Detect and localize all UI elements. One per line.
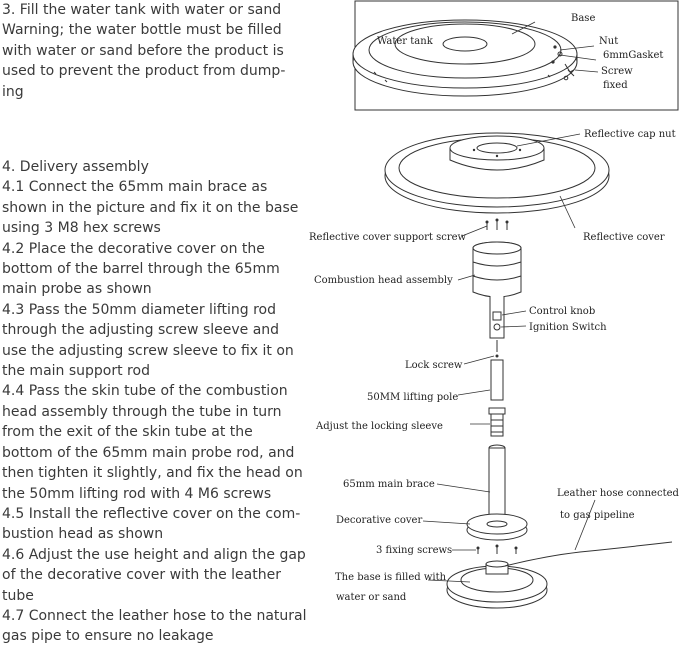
reflective-cover-drawing: [384, 132, 610, 214]
base-label: Base: [571, 13, 595, 24]
step4-line: 4.7 Connect the leather hose to the natu…: [2, 607, 307, 624]
combustion-head-drawing: [472, 241, 522, 339]
base-diagram: Water tank Base Nut 6mmGasket Screw fixe…: [352, 0, 679, 111]
control-knob-label: Control knob: [529, 306, 595, 317]
step4-line: bottom of the 65mm main probe rod, and: [2, 444, 295, 461]
step4-line: 4.2 Place the decorative cover on the: [2, 240, 265, 257]
step4-instructions: 4. Delivery assembly 4.1 Connect the 65mm…: [2, 157, 307, 647]
step4-line: shown in the picture and fix it on the b…: [2, 199, 299, 216]
reflective-cap-nut-label: Reflective cap nut: [584, 129, 676, 140]
gas-hose-drawing: [504, 541, 673, 567]
step4-line: the 50mm lifting rod with 4 M6 screws: [2, 485, 272, 502]
step4-line: main probe as shown: [2, 281, 152, 298]
step3-line: with water or sand before the product is: [2, 42, 284, 59]
leader-lines: [422, 133, 596, 583]
nut-label: Nut: [599, 36, 618, 47]
main-brace-label: 65mm main brace: [343, 479, 435, 490]
step3-line: 3. Fill the water tank with water or san…: [2, 2, 282, 18]
gasket-label: 6mmGasket: [603, 50, 663, 61]
water-tank-label: Water tank: [377, 36, 434, 47]
step4-line: 4.5 Install the reflective cover on the …: [2, 505, 301, 522]
fixing-screws-label: 3 fixing screws: [376, 545, 452, 556]
step4-line: bottom of the barrel through the 65mm: [2, 261, 280, 278]
step3-instructions: 3. Fill the water tank with water or san…: [2, 0, 285, 102]
step4-line: 4.1 Connect the 65mm main brace as: [2, 179, 268, 196]
hose-label-line1: Leather hose connected: [557, 488, 679, 499]
step4-line: 4. Delivery assembly: [2, 159, 149, 175]
step3-line: used to prevent the product from dump-: [2, 63, 286, 80]
step4-line: gas pipe to ensure no leakage: [2, 628, 214, 645]
step4-line: 4.4 Pass the skin tube of the combustion: [2, 383, 288, 400]
lifting-pole-label: 50MM lifting pole: [367, 392, 458, 403]
step4-line: 4.6 Adjust the use height and align the …: [2, 546, 306, 563]
locking-sleeve-label: Adjust the locking sleeve: [315, 421, 443, 432]
step4-line: then tighten it slightly, and fix the he…: [2, 465, 303, 482]
step4-line: from the exit of the skin tube at the: [2, 424, 253, 441]
main-brace-drawing: [488, 444, 506, 521]
filled-base-drawing: [446, 560, 548, 609]
step4-line: using 3 M8 hex screws: [2, 220, 161, 237]
nut-gasket-screw-parts: [551, 45, 575, 81]
screw-label: Screw: [601, 66, 633, 77]
lifting-pole-drawing: [488, 340, 506, 437]
step4-line: use the adjusting screw sleeve to fix it…: [2, 342, 294, 359]
step4-line: the main support rod: [2, 363, 150, 380]
step4-line: through the adjusting screw sleeve and: [2, 322, 280, 339]
support-screw-label: Reflective cover support screw: [309, 232, 467, 243]
fixed-label: fixed: [603, 80, 628, 91]
base-filled-label-line1: The base is filled with: [335, 572, 447, 583]
step4-line: 4.3 Pass the 50mm diameter lifting rod: [2, 301, 276, 318]
lock-screw-label: Lock screw: [405, 360, 463, 371]
step4-line: head assembly through the tube in turn: [2, 403, 282, 420]
combustion-head-label: Combustion head assembly: [314, 275, 453, 286]
ignition-switch-label: Ignition Switch: [529, 322, 607, 333]
fixing-screws-drawing: [476, 544, 518, 554]
step4-line: bustion head as shown: [2, 526, 164, 543]
base-drawing: [352, 19, 578, 97]
support-screws: [485, 218, 509, 230]
step3-line: ing: [2, 83, 24, 100]
decorative-cover-drawing: [466, 513, 528, 541]
decorative-cover-label: Decorative cover: [336, 515, 422, 526]
base-filled-label-line2: water or sand: [336, 592, 407, 603]
hose-label-line2: to gas pipeline: [560, 510, 635, 521]
reflective-cover-label: Reflective cover: [583, 232, 665, 243]
step3-line: Warning; the water bottle must be filled: [2, 22, 282, 39]
step4-line: of the decorative cover with the leather: [2, 567, 281, 584]
step4-line: tube: [2, 587, 34, 604]
